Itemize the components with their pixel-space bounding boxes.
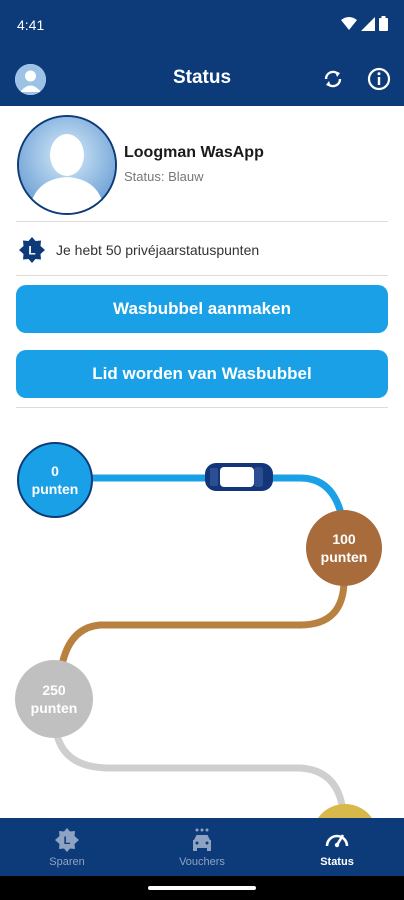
user-silhouette-icon (19, 117, 115, 213)
nav-item-sparen[interactable]: L Sparen (0, 818, 134, 876)
path-segment-blue (54, 474, 346, 523)
level-node-100: 100 punten (306, 510, 382, 586)
divider (16, 275, 388, 276)
clock: 4:41 (17, 17, 45, 33)
profile-name: Loogman WasApp (124, 144, 264, 161)
create-wasbubbel-button[interactable]: Wasbubbel aanmaken (16, 285, 388, 333)
signal-icon (361, 16, 375, 31)
status-roadmap: 0 punten 100 punten 250 punten (0, 410, 404, 818)
points-text: Je hebt 50 privéjaarstatuspunten (56, 242, 260, 258)
level-node-250-value: 250 (42, 682, 66, 698)
avatar-icon (15, 64, 46, 95)
level-node-100-value: 100 (332, 531, 356, 547)
wifi-icon (341, 16, 357, 30)
level-node-250-unit: punten (30, 700, 78, 716)
savings-icon: L (55, 828, 79, 852)
system-gesture-bar (0, 876, 404, 900)
path-segment-bronze (56, 577, 348, 679)
loyalty-badge-icon: L (19, 237, 45, 263)
nav-label-sparen: Sparen (49, 856, 85, 868)
refresh-button[interactable] (320, 66, 346, 92)
info-button[interactable] (366, 66, 392, 92)
svg-text:L: L (64, 835, 71, 847)
profile-status: Status: Blauw (124, 169, 204, 184)
car-wash-icon (193, 828, 211, 851)
nav-label-status: Status (320, 856, 354, 868)
car-icon (205, 463, 273, 491)
battery-icon (379, 16, 388, 31)
bottom-navigation: L Sparen Vouchers Status (0, 818, 404, 876)
refresh-icon (324, 70, 342, 88)
divider (16, 407, 388, 408)
page-title: Status (172, 67, 232, 88)
level-node-0: 0 punten (17, 442, 93, 518)
profile-avatar-button[interactable] (15, 64, 46, 95)
level-node-0-unit: punten (31, 481, 79, 497)
profile-photo (17, 115, 117, 215)
system-icons (341, 16, 388, 31)
roadmap-path (52, 474, 348, 818)
app-bar: Status (0, 52, 404, 106)
profile-card: Loogman WasApp Status: Blauw (16, 115, 388, 215)
nav-item-status[interactable]: Status (270, 818, 404, 876)
nav-item-vouchers[interactable]: Vouchers (135, 818, 269, 876)
level-node-250: 250 punten (15, 660, 93, 738)
info-icon (367, 67, 391, 91)
divider (16, 221, 388, 222)
level-node-gold (312, 804, 378, 818)
nav-label-vouchers: Vouchers (179, 856, 225, 868)
badge-letter: L (28, 244, 35, 258)
speedometer-icon (325, 834, 349, 848)
join-wasbubbel-button[interactable]: Lid worden van Wasbubbel (16, 350, 388, 398)
points-summary: L Je hebt 50 privéjaarstatuspunten (16, 236, 388, 264)
path-segment-silver (52, 729, 348, 818)
system-status-bar: 4:41 (0, 0, 404, 52)
level-node-100-unit: punten (320, 549, 368, 565)
level-node-0-value: 0 (51, 463, 59, 479)
home-indicator[interactable] (148, 886, 256, 890)
